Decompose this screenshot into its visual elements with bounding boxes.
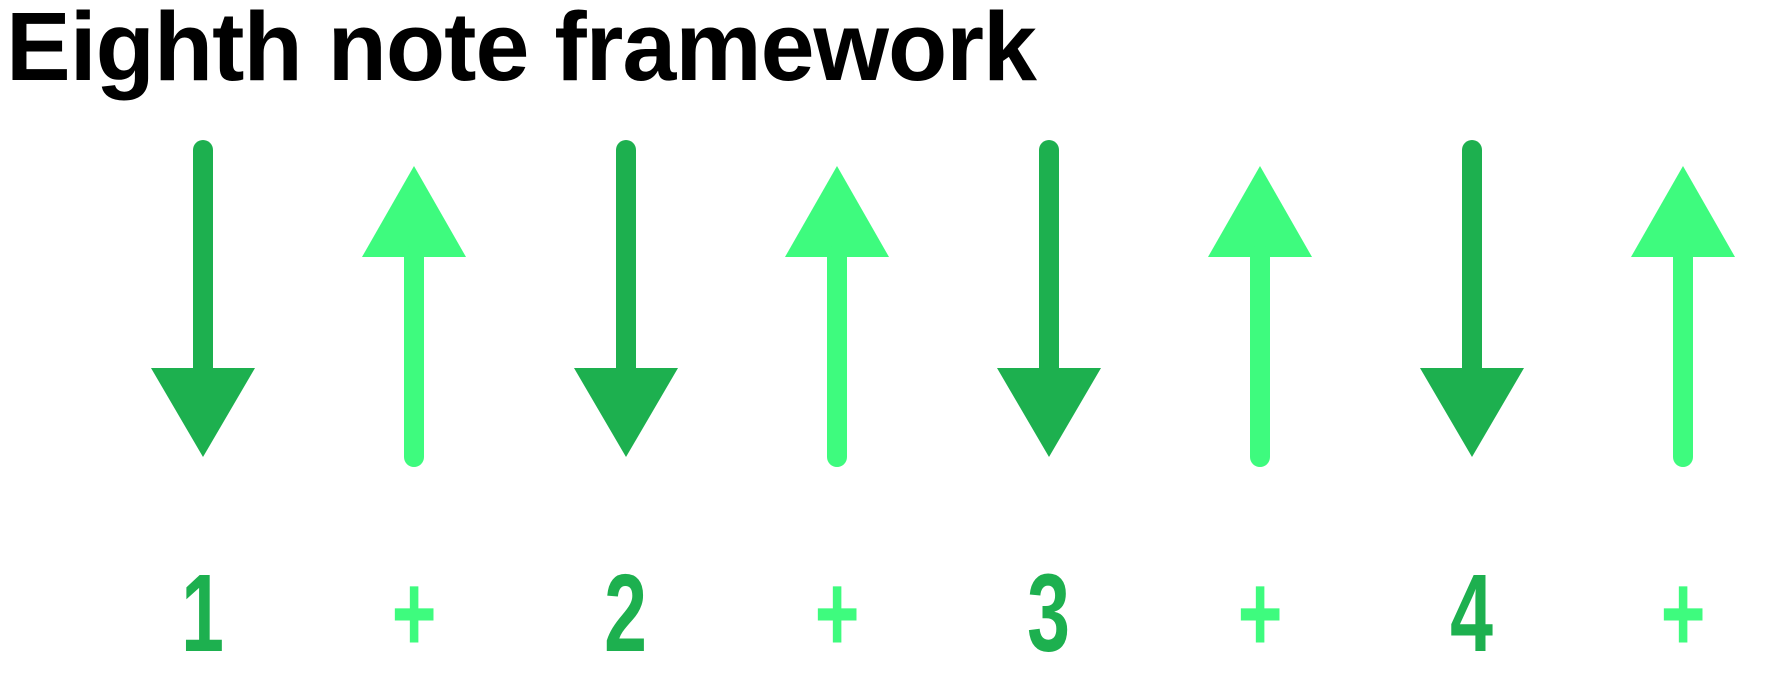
beat-label: 2	[604, 559, 647, 669]
beat-column	[1578, 140, 1789, 467]
beat-label-column: 3	[943, 559, 1155, 669]
beat-label: 3	[1027, 559, 1070, 669]
beat-label: +	[392, 559, 437, 669]
beat-label: +	[1238, 559, 1283, 669]
beat-label-column: +	[309, 559, 521, 669]
beat-label: +	[1661, 559, 1706, 669]
downstroke-arrow-icon	[148, 140, 258, 467]
beat-label-column: +	[732, 559, 944, 669]
beat-column	[1155, 140, 1367, 467]
downstroke-arrow-icon	[994, 140, 1104, 467]
downstroke-arrow-icon	[1417, 140, 1527, 467]
upstroke-arrow-icon	[1628, 140, 1738, 467]
page-title: Eighth note framework	[6, 0, 1036, 95]
beat-label: 1	[181, 559, 224, 669]
strum-arrows-row	[97, 140, 1789, 467]
upstroke-arrow-icon	[782, 140, 892, 467]
upstroke-arrow-icon	[359, 140, 469, 467]
beat-column	[520, 140, 732, 467]
beat-label-column: +	[1155, 559, 1367, 669]
beat-column	[97, 140, 309, 467]
upstroke-arrow-icon	[1205, 140, 1315, 467]
beat-labels-row: 1 + 2 + 3 + 4 +	[97, 559, 1789, 669]
beat-column	[1366, 140, 1578, 467]
beat-label-column: +	[1578, 559, 1789, 669]
beat-column	[309, 140, 521, 467]
beat-label-column: 1	[97, 559, 309, 669]
beat-label: 4	[1450, 559, 1493, 669]
beat-column	[732, 140, 944, 467]
beat-label: +	[815, 559, 860, 669]
beat-label-column: 2	[520, 559, 732, 669]
downstroke-arrow-icon	[571, 140, 681, 467]
beat-label-column: 4	[1366, 559, 1578, 669]
beat-column	[943, 140, 1155, 467]
